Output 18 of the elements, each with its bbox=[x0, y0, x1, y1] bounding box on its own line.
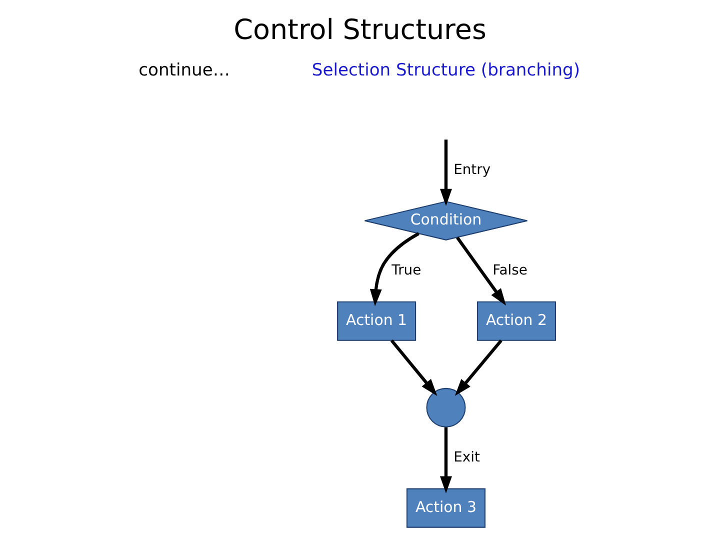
arrow bbox=[440, 140, 452, 206]
node-box: Action 1 bbox=[337, 301, 416, 341]
edge-label: Entry bbox=[454, 162, 491, 178]
arrow bbox=[370, 232, 420, 306]
edge-label: Exit bbox=[454, 449, 480, 466]
edge-label: True bbox=[392, 262, 422, 279]
edge-label: False bbox=[492, 262, 528, 279]
node-diamond: Condition bbox=[364, 200, 528, 240]
arrow bbox=[454, 339, 502, 396]
node-box: Action 3 bbox=[406, 488, 486, 528]
arrow bbox=[390, 339, 438, 396]
arrow bbox=[440, 427, 452, 494]
node-circle bbox=[426, 388, 466, 428]
label: continue… bbox=[138, 60, 230, 81]
diagram-title: Control Structures bbox=[234, 13, 486, 46]
node-box: Action 2 bbox=[476, 301, 556, 341]
label: Selection Structure (branching) bbox=[312, 60, 580, 81]
arrow bbox=[456, 236, 506, 306]
